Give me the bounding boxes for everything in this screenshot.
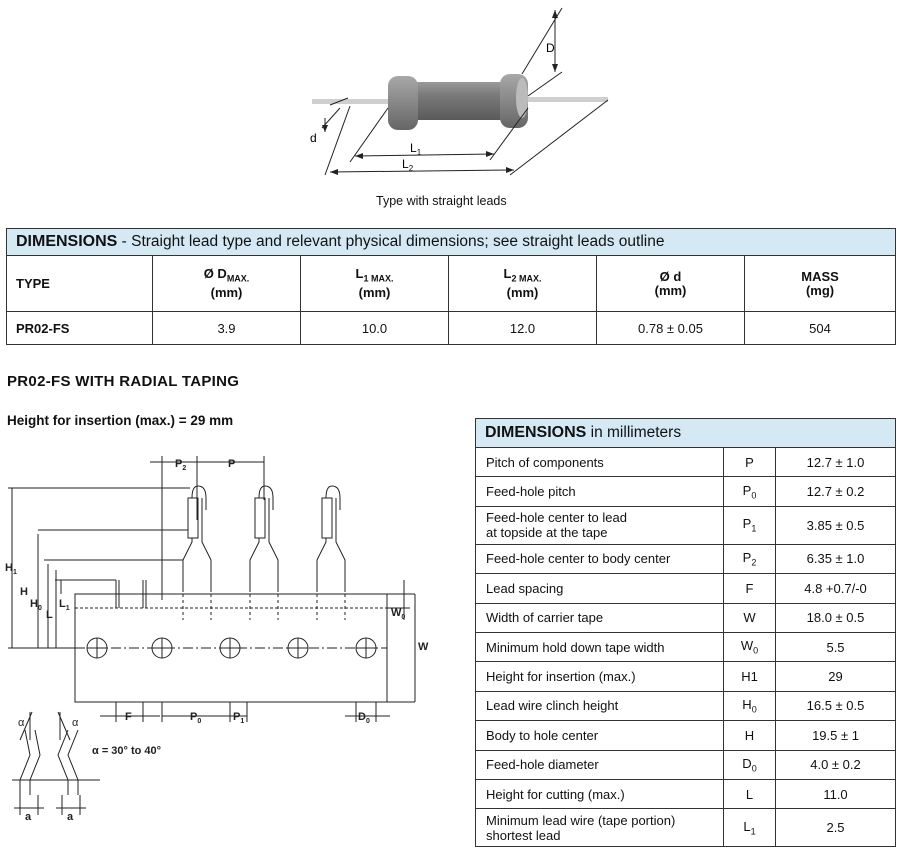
row-symbol: F bbox=[723, 573, 776, 604]
table1-header: DIMENSIONS - Straight lead type and rele… bbox=[5, 228, 897, 256]
row-description: Minimum hold down tape width bbox=[475, 631, 724, 663]
row-description: Body to hole center bbox=[475, 720, 724, 751]
label-L1: L1 bbox=[59, 598, 70, 612]
col-L2-max: L2 MAX.(mm) bbox=[448, 255, 597, 312]
label-H0: H0 bbox=[30, 598, 42, 612]
row-value: 3.85 ± 0.5 bbox=[774, 505, 897, 545]
table-row: Minimum lead wire (tape portion)shortest… bbox=[475, 808, 897, 848]
row-symbol: D0 bbox=[723, 749, 776, 780]
label-a-left: a bbox=[25, 811, 32, 823]
row-symbol: L bbox=[723, 778, 776, 810]
resistor-outline-figure: D d L1 L2 bbox=[310, 7, 609, 176]
alpha-note: α = 30° to 40° bbox=[92, 745, 161, 757]
row-symbol: P0 bbox=[723, 476, 776, 507]
figure-caption: Type with straight leads bbox=[376, 194, 507, 208]
label-F: F bbox=[125, 711, 132, 723]
table2-header: DIMENSIONS in millimeters bbox=[474, 418, 897, 448]
row-symbol: P2 bbox=[723, 543, 776, 575]
row-value: 12.7 ± 0.2 bbox=[774, 476, 897, 507]
row-value: 16.5 ± 0.5 bbox=[774, 690, 897, 722]
label-d: d bbox=[310, 131, 317, 145]
row-symbol: P bbox=[723, 446, 776, 478]
row-symbol: L1 bbox=[723, 808, 776, 848]
row-value: 6.35 ± 1.0 bbox=[774, 543, 897, 575]
row-description: Height for insertion (max.) bbox=[475, 661, 724, 692]
label-a-right: a bbox=[67, 811, 74, 823]
row-description: Feed-hole diameter bbox=[475, 749, 724, 780]
label-P: P bbox=[228, 458, 235, 470]
label-P0: P0 bbox=[190, 711, 201, 725]
row-description: Pitch of components bbox=[475, 446, 724, 478]
radial-taping-figure: P2 P H1 H H0 L1 L W0 W F P0 P1 D0 α α α … bbox=[5, 456, 429, 823]
label-H: H bbox=[20, 586, 28, 598]
label-L1: L1 bbox=[410, 141, 422, 157]
row-value: 29 bbox=[774, 661, 897, 692]
row-symbol: W bbox=[723, 602, 776, 633]
row-description: Width of carrier tape bbox=[475, 602, 724, 633]
row-description: Minimum lead wire (tape portion)shortest… bbox=[475, 808, 724, 848]
row-description: Height for cutting (max.) bbox=[475, 778, 724, 810]
label-D: D bbox=[546, 41, 555, 55]
dimensions-table-taping: DIMENSIONS in millimeters Pitch of compo… bbox=[474, 418, 897, 848]
col-d: Ø d(mm) bbox=[596, 255, 745, 312]
label-W0: W0 bbox=[391, 607, 405, 621]
row-description: Lead wire clinch height bbox=[475, 690, 724, 722]
row-value: 12.7 ± 1.0 bbox=[774, 446, 897, 478]
row-value: 5.5 bbox=[774, 631, 897, 663]
row-value: 4.0 ± 0.2 bbox=[774, 749, 897, 780]
insertion-note: Height for insertion (max.) = 29 mm bbox=[7, 413, 234, 428]
label-P2: P2 bbox=[175, 458, 186, 472]
row-symbol: H0 bbox=[723, 690, 776, 722]
label-L: L bbox=[46, 609, 53, 621]
row-description: Lead spacing bbox=[475, 573, 724, 604]
col-L1-max: L1 MAX.(mm) bbox=[300, 255, 449, 312]
section-title: PR02-FS WITH RADIAL TAPING bbox=[7, 373, 240, 390]
row-symbol: P1 bbox=[723, 505, 776, 545]
label-W: W bbox=[418, 641, 429, 653]
row-description: Feed-hole center to body center bbox=[475, 543, 724, 575]
label-H1: H1 bbox=[5, 562, 17, 576]
row-value: 19.5 ± 1 bbox=[774, 720, 897, 751]
row-symbol: H1 bbox=[723, 661, 776, 692]
dimensions-table-straight: DIMENSIONS - Straight lead type and rele… bbox=[5, 228, 897, 345]
label-D0: D0 bbox=[358, 711, 370, 725]
col-D-max: Ø DMAX.(mm) bbox=[152, 255, 301, 312]
row-value: 11.0 bbox=[774, 778, 897, 810]
col-type: TYPE bbox=[6, 255, 153, 312]
label-P1: P1 bbox=[233, 711, 244, 725]
row-description: Feed-hole pitch bbox=[475, 476, 724, 507]
label-alpha-right: α bbox=[72, 717, 79, 729]
table1-column-headers: TYPE Ø DMAX.(mm) L1 MAX.(mm) L2 MAX.(mm)… bbox=[6, 255, 897, 312]
row-symbol: W0 bbox=[723, 631, 776, 663]
row-value: 4.8 +0.7/-0 bbox=[774, 573, 897, 604]
row-symbol: H bbox=[723, 720, 776, 751]
table-row: PR02-FS 3.9 10.0 12.0 0.78 ± 0.05 504 bbox=[6, 311, 897, 345]
row-value: 2.5 bbox=[774, 808, 897, 848]
col-mass: MASS(mg) bbox=[743, 255, 897, 312]
label-alpha-left: α bbox=[18, 717, 25, 729]
label-L2: L2 bbox=[402, 157, 414, 173]
row-value: 18.0 ± 0.5 bbox=[774, 602, 897, 633]
